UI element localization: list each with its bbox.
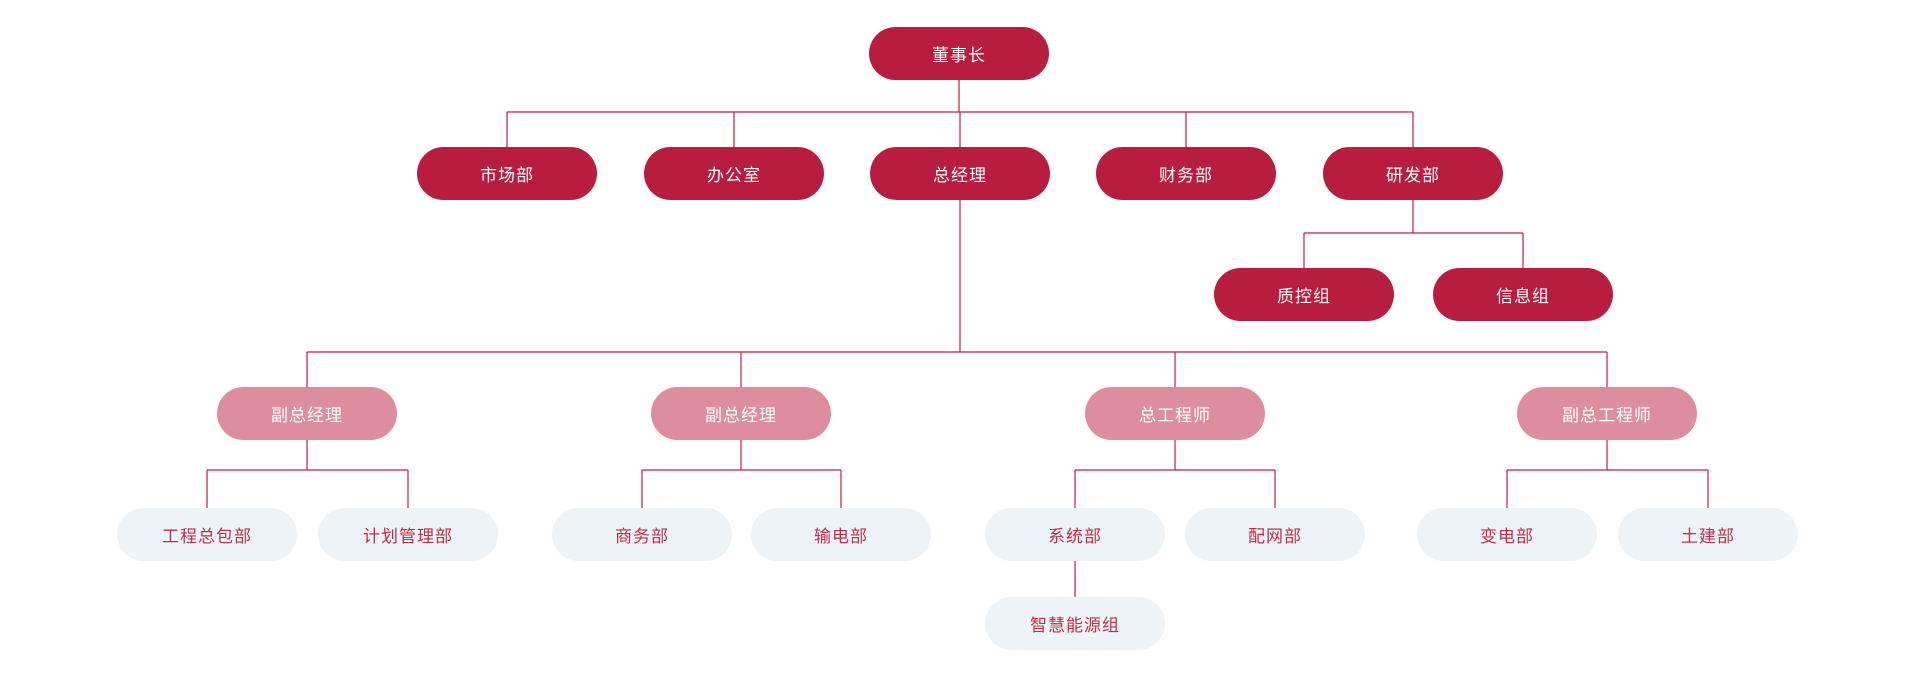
org-node-transmission-dept[interactable]: 输电部	[751, 508, 931, 561]
org-node-label: 财务部	[1159, 166, 1213, 185]
org-node-label: 工程总包部	[162, 527, 252, 546]
connector-gm-to-level3	[306, 200, 1608, 387]
org-node-rnd-dept[interactable]: 研发部	[1323, 147, 1503, 200]
org-node-qc-group[interactable]: 质控组	[1214, 268, 1394, 321]
org-node-label: 总工程师	[1139, 406, 1211, 425]
connector-deputygm2-to-depts	[641, 440, 842, 508]
org-node-label: 副总工程师	[1562, 406, 1652, 425]
org-node-deputy-chief-engineer[interactable]: 副总工程师	[1517, 387, 1697, 440]
connector-chiefeng-to-depts	[1074, 440, 1276, 508]
org-node-label: 土建部	[1681, 527, 1735, 546]
org-node-chief-engineer[interactable]: 总工程师	[1085, 387, 1265, 440]
org-node-general-manager[interactable]: 总经理	[870, 147, 1050, 200]
org-node-label: 质控组	[1277, 287, 1331, 306]
org-node-planning-mgmt-dept[interactable]: 计划管理部	[318, 508, 498, 561]
org-node-civil-dept[interactable]: 土建部	[1618, 508, 1798, 561]
org-node-systems-dept[interactable]: 系统部	[985, 508, 1165, 561]
org-node-deputy-gm-1[interactable]: 副总经理	[217, 387, 397, 440]
org-node-chairman[interactable]: 董事长	[869, 27, 1049, 80]
org-node-label: 办公室	[707, 166, 761, 185]
org-node-label: 信息组	[1496, 287, 1550, 306]
org-node-label: 总经理	[933, 166, 987, 185]
org-node-office[interactable]: 办公室	[644, 147, 824, 200]
connector-rnd-to-groups	[1303, 200, 1524, 268]
org-node-label: 商务部	[615, 527, 669, 546]
org-node-label: 市场部	[480, 166, 534, 185]
org-node-business-dept[interactable]: 商务部	[552, 508, 732, 561]
org-node-label: 研发部	[1386, 166, 1440, 185]
org-node-distribution-dept[interactable]: 配网部	[1185, 508, 1365, 561]
org-node-info-group[interactable]: 信息组	[1433, 268, 1613, 321]
org-node-deputy-gm-2[interactable]: 副总经理	[651, 387, 831, 440]
connector-chairman-to-level2	[506, 80, 1414, 147]
org-node-label: 副总经理	[271, 406, 343, 425]
org-node-label: 智慧能源组	[1030, 616, 1120, 635]
org-node-substation-dept[interactable]: 变电部	[1417, 508, 1597, 561]
org-node-finance-dept[interactable]: 财务部	[1096, 147, 1276, 200]
connector-depchiefeng-to-depts	[1506, 440, 1709, 508]
org-node-label: 副总经理	[705, 406, 777, 425]
org-node-label: 系统部	[1048, 527, 1102, 546]
org-node-label: 配网部	[1248, 527, 1302, 546]
org-node-smart-energy-group[interactable]: 智慧能源组	[985, 597, 1165, 650]
org-node-label: 计划管理部	[363, 527, 453, 546]
org-node-label: 董事长	[932, 46, 986, 65]
connector-deputygm1-to-depts	[206, 440, 409, 508]
org-node-epc-dept[interactable]: 工程总包部	[117, 508, 297, 561]
org-node-marketing-dept[interactable]: 市场部	[417, 147, 597, 200]
org-node-label: 变电部	[1480, 527, 1534, 546]
org-node-label: 输电部	[814, 527, 868, 546]
